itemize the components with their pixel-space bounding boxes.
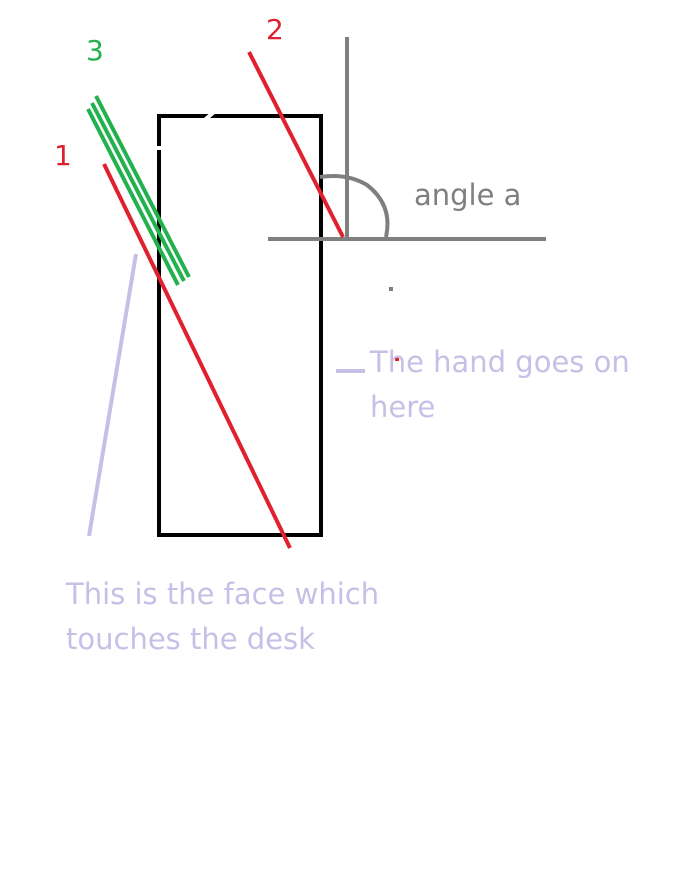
line-label-2: 2 <box>266 13 284 46</box>
red-line-1 <box>102 163 292 549</box>
line-label-1: 1 <box>54 139 72 172</box>
red-line-2 <box>247 51 345 238</box>
object-rectangle <box>157 114 323 537</box>
red-speck <box>395 357 399 361</box>
line-label-3: 3 <box>86 34 104 67</box>
green-lines-3 <box>86 95 191 286</box>
angle-arc <box>319 174 390 238</box>
face-pointer-line <box>87 253 138 537</box>
angle-label: angle a <box>414 178 522 212</box>
hand-note: The hand goes on here <box>370 345 630 424</box>
face-note: This is the face which touches the desk <box>66 577 380 656</box>
grey-dot <box>389 287 393 291</box>
eraser-marks <box>157 110 216 150</box>
